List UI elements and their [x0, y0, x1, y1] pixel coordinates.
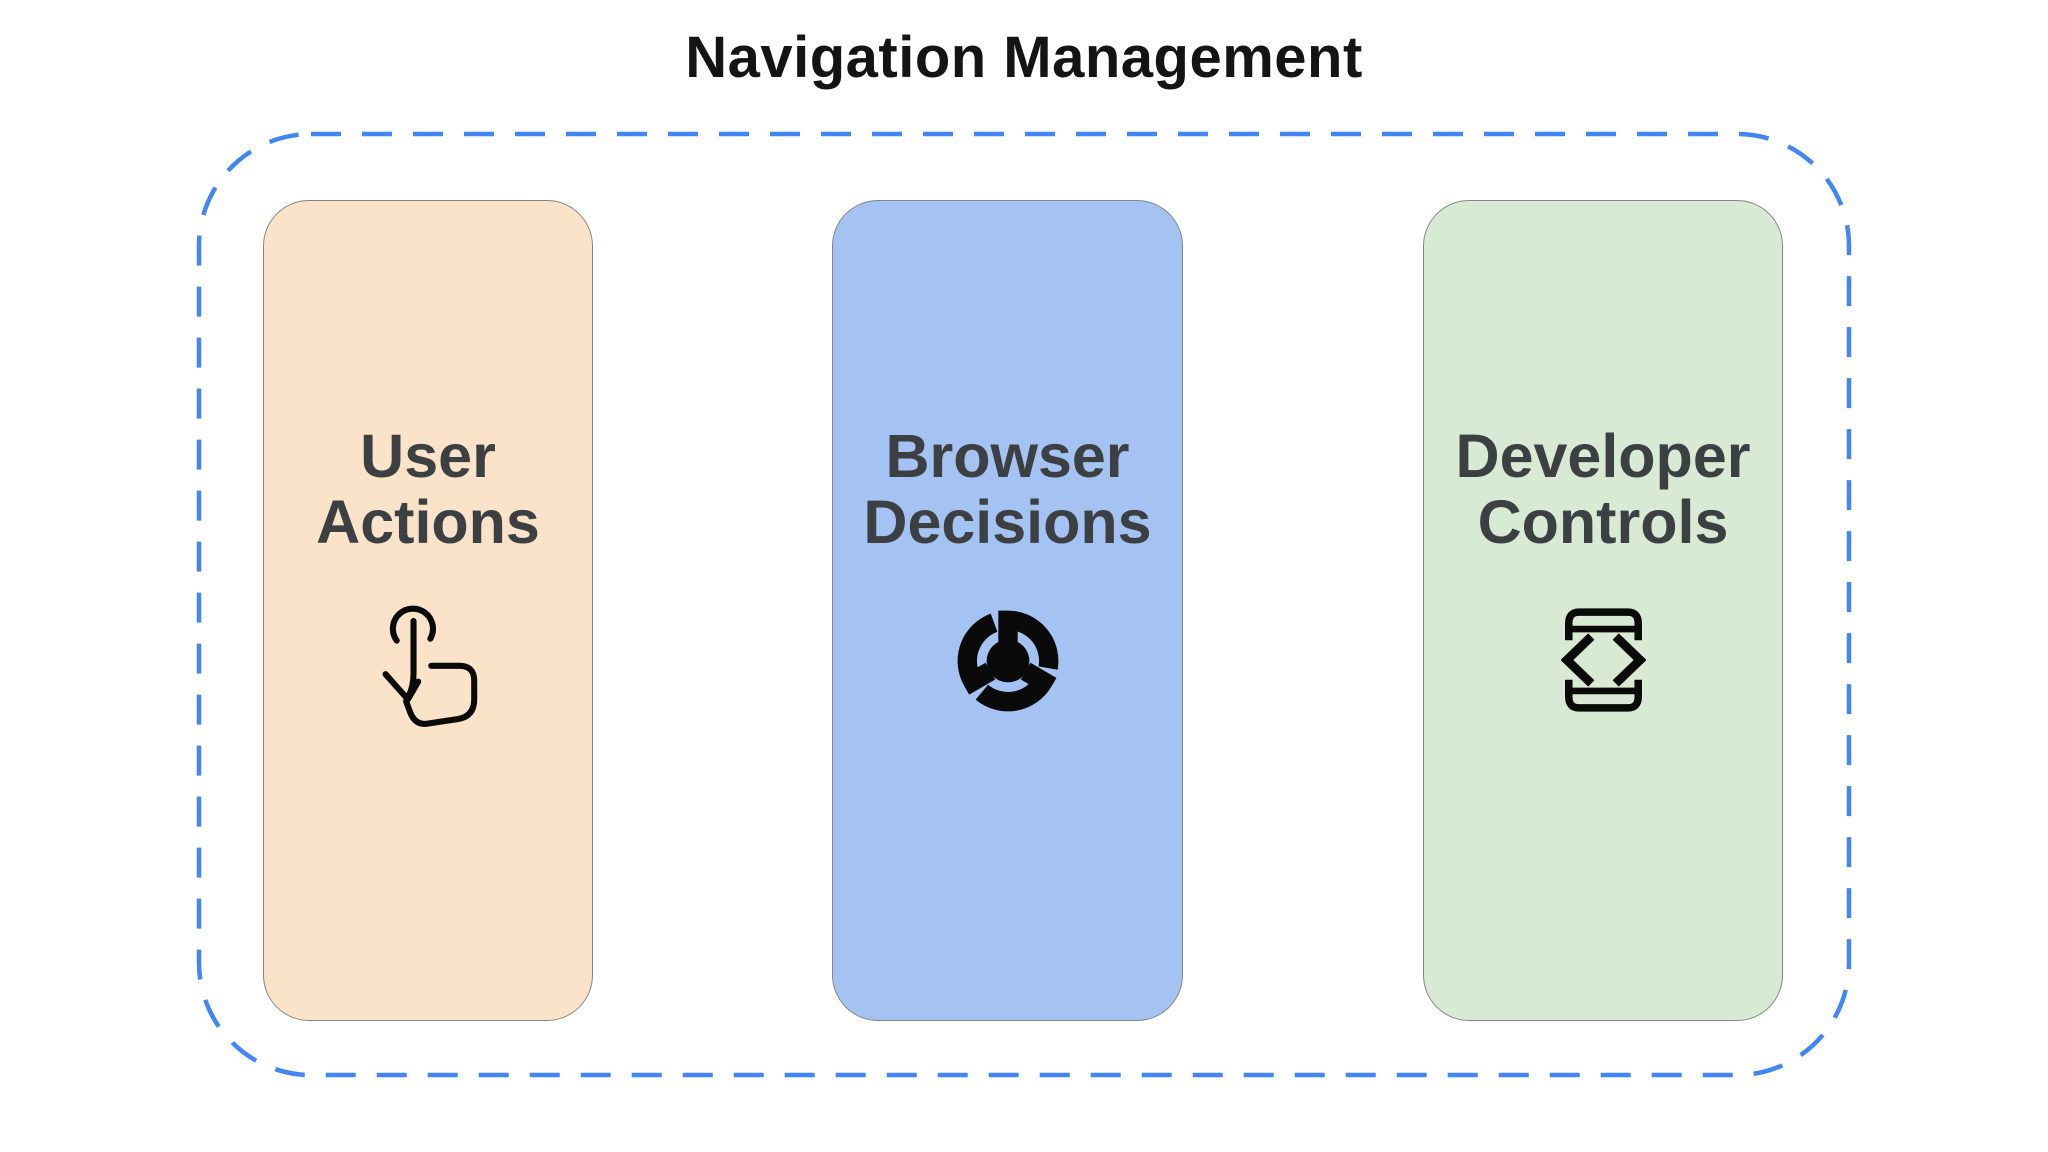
- chrome-browser-icon: [952, 605, 1064, 717]
- card-label-line: Decisions: [863, 488, 1152, 556]
- card-browser-decisions-label: Browser Decisions: [863, 423, 1151, 555]
- card-developer-controls-label: Developer Controls: [1456, 423, 1751, 555]
- diagram-title: Navigation Management: [685, 25, 1363, 90]
- card-browser-decisions: Browser Decisions: [832, 200, 1183, 1021]
- card-user-actions: User Actions: [263, 200, 593, 1021]
- card-label-line: User: [360, 422, 496, 490]
- developer-mode-icon: [1559, 599, 1647, 721]
- card-user-actions-label: User Actions: [316, 423, 540, 555]
- card-developer-controls: Developer Controls: [1423, 200, 1783, 1021]
- card-label-line: Browser: [885, 422, 1130, 490]
- dashed-boundary-rect: [196, 131, 1852, 1078]
- card-label-line: Actions: [316, 488, 540, 556]
- card-label-line: Controls: [1477, 488, 1729, 556]
- touch-gesture-icon: [365, 593, 491, 733]
- card-label-line: Developer: [1455, 422, 1751, 490]
